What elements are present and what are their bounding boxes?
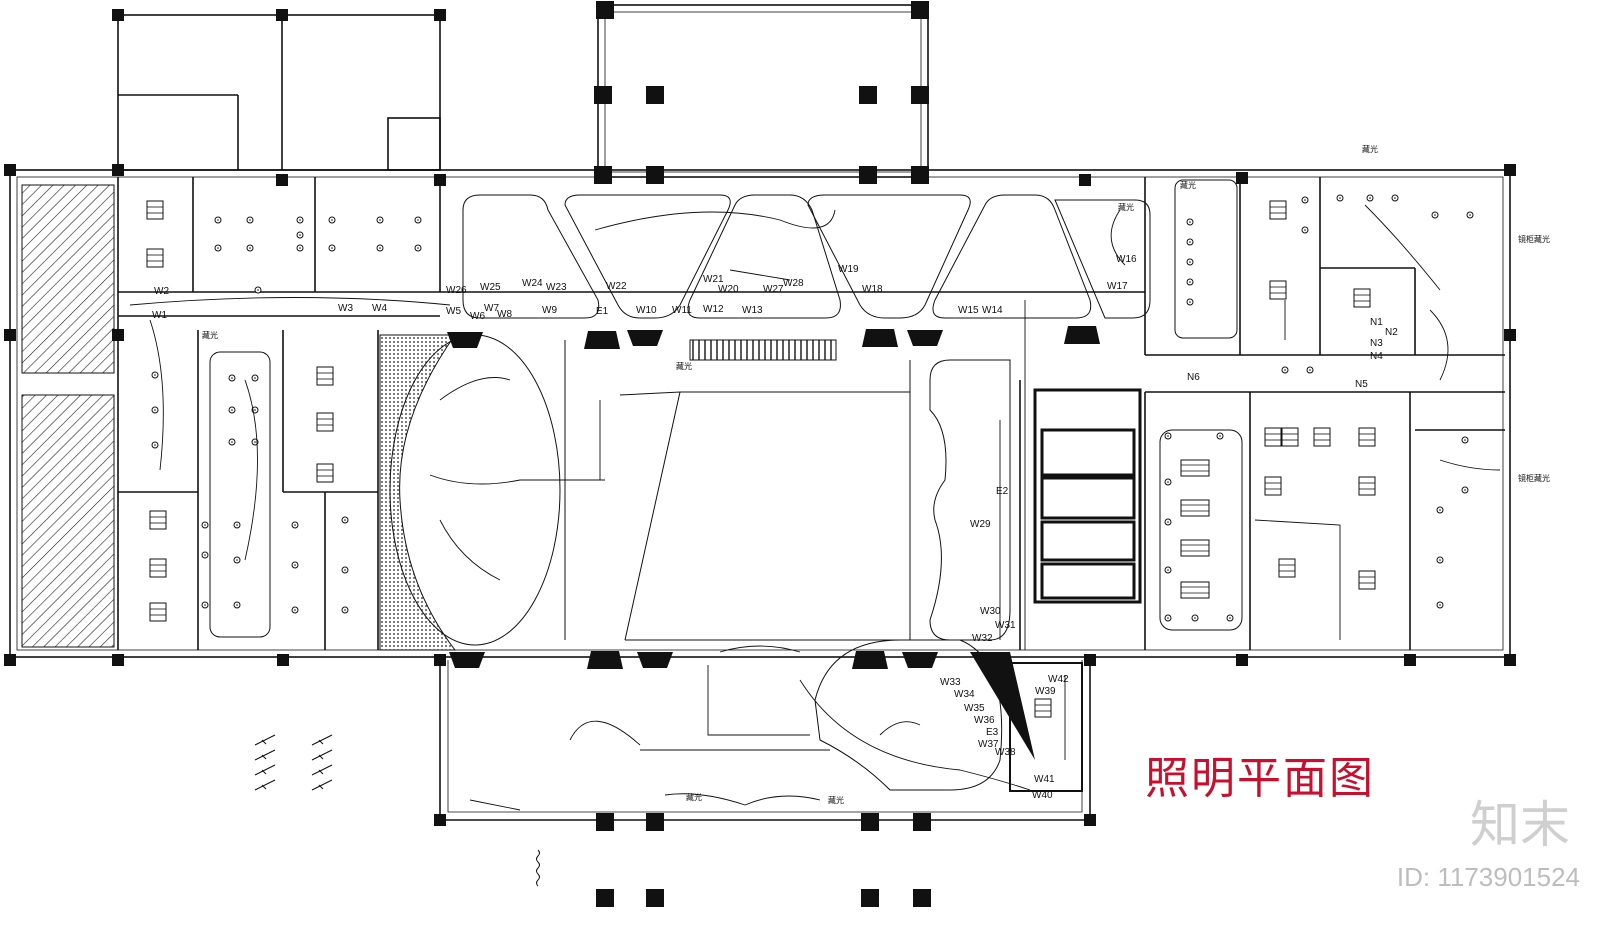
cove-light-label: 藏光 [1118, 202, 1134, 212]
circuit-label: W15 [958, 305, 979, 316]
circuit-label: W4 [372, 303, 387, 314]
circuit-label: W8 [497, 309, 512, 320]
mirror-cabinet-light-label: 镜柜藏光 [1518, 473, 1550, 483]
cove-light-label: 藏光 [828, 795, 844, 805]
stair-wedge [970, 652, 1035, 760]
switch-legend-symbols [254, 734, 540, 887]
hatched-area-lower [21, 394, 115, 648]
circuit-label: N1 [1370, 317, 1383, 328]
circuit-label: N5 [1355, 379, 1368, 390]
circuit-label: W28 [783, 278, 804, 289]
curved-feature-wall [379, 334, 457, 651]
cove-light-label: 藏光 [686, 792, 702, 802]
stair-core [1009, 662, 1083, 792]
circuit-label: N6 [1187, 372, 1200, 383]
downlights [151, 194, 1474, 622]
circuit-label: W25 [480, 282, 501, 293]
cove-light-labels: 藏光 藏光 藏光 藏光 藏光 藏光 藏光 镜柜藏光 镜柜藏光 [202, 144, 1550, 805]
circuit-label: W10 [636, 305, 657, 316]
mirror-cabinet-light-label: 镜柜藏光 [1518, 234, 1550, 244]
walls [9, 4, 1511, 821]
circuit-label: W19 [838, 264, 859, 275]
circuit-label: W22 [606, 281, 627, 292]
circuit-label: W38 [995, 747, 1016, 758]
circuit-label: W39 [1035, 686, 1056, 697]
cove-light-label: 藏光 [1180, 180, 1196, 190]
hatched-area-upper [21, 184, 115, 374]
circuit-label: W27 [763, 284, 784, 295]
staircase [1033, 388, 1142, 604]
ceiling-coves [209, 179, 1243, 791]
circuit-label: W9 [542, 305, 557, 316]
linear-grille [689, 339, 837, 361]
circuit-label: W17 [1107, 281, 1128, 292]
circuit-label: W18 [862, 284, 883, 295]
circuit-label: W11 [672, 305, 692, 316]
circuit-label: W42 [1048, 674, 1069, 685]
circuit-label: W30 [980, 606, 1001, 617]
circuit-label: W36 [974, 715, 995, 726]
circuit-label: E1 [596, 306, 609, 317]
circuit-label: W32 [972, 633, 993, 644]
circuit-label: W29 [970, 519, 991, 530]
circuit-label: N2 [1385, 327, 1398, 338]
circuit-label: W24 [522, 278, 543, 289]
drawing-title: 照明平面图 [1145, 753, 1375, 804]
circuit-label: W26 [446, 285, 467, 296]
circuit-label: W37 [978, 739, 999, 750]
circuit-label: W31 [995, 620, 1016, 631]
circuit-label: N3 [1370, 338, 1383, 349]
circuit-label: W6 [470, 311, 485, 322]
circuit-label: W23 [546, 282, 567, 293]
circuit-label: W21 [703, 274, 724, 285]
circuit-label: W20 [718, 284, 739, 295]
circuit-label: W40 [1032, 790, 1053, 801]
watermark-id: ID: 1173901524 [1396, 862, 1580, 892]
circuit-label: W13 [742, 305, 763, 316]
circuit-label: W35 [964, 703, 985, 714]
circuit-label: E3 [986, 727, 999, 738]
circuit-label: W2 [154, 286, 169, 297]
pendant-fixtures [447, 326, 1100, 669]
circuit-label: W34 [954, 689, 975, 700]
cove-light-label: 藏光 [676, 361, 692, 371]
cove-light-label: 藏光 [202, 330, 218, 340]
circuit-label: W3 [338, 303, 353, 314]
circuit-label-layer: W1 W2 W3 W4 W5 W6 W7 W8 W9 W10 W11 W12 W… [152, 254, 1398, 801]
circuit-label: W14 [982, 305, 1003, 316]
circuit-label: W33 [940, 677, 961, 688]
circuit-label: W12 [703, 304, 724, 315]
circuit-label: E2 [996, 486, 1009, 497]
circuit-label: W41 [1034, 774, 1055, 785]
cove-light-label: 藏光 [1362, 144, 1378, 154]
circuit-label: W1 [152, 310, 167, 321]
circuit-label: W16 [1116, 254, 1137, 265]
circuit-label: W7 [484, 303, 499, 314]
circuit-wiring [129, 204, 1501, 811]
circuit-label: N4 [1370, 351, 1383, 362]
circuit-label: W5 [446, 306, 461, 317]
watermark-brand: 知末 [1470, 796, 1570, 854]
